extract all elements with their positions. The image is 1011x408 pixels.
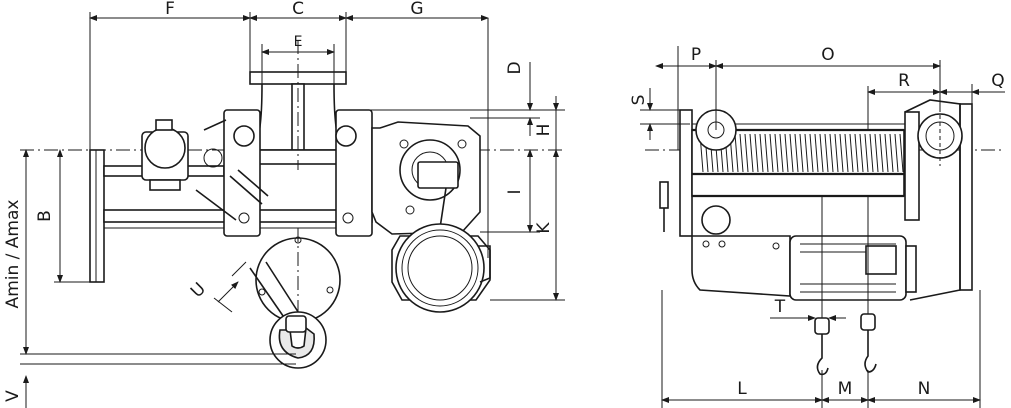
dim-s-label: S: [629, 95, 649, 106]
drum-groove: [779, 133, 784, 173]
trolley-motor: [141, 119, 223, 191]
drum-groove: [874, 133, 879, 173]
hoist-motor: [391, 223, 491, 313]
drum-groove: [844, 133, 849, 173]
drum-groove: [879, 133, 884, 173]
drum-groove: [754, 133, 759, 173]
right-wheel: [335, 125, 357, 147]
drum-groove: [839, 133, 844, 173]
front-hooks: [814, 196, 877, 376]
drum-groove: [829, 133, 834, 173]
dim-m-label: M: [838, 379, 853, 399]
drum-groove: [889, 133, 894, 173]
drum-groove: [784, 133, 789, 173]
drum-groove: [859, 133, 864, 173]
drum-groove: [824, 133, 829, 173]
dim-a-label: Amin / Amax: [3, 200, 23, 309]
dim-q-label: Q: [991, 71, 1004, 91]
drum-groove: [849, 133, 854, 173]
dim-u-label: U: [187, 279, 210, 302]
lower-side-plate: [691, 235, 791, 297]
bolt-icon: [203, 148, 223, 168]
nameplate-box: [417, 161, 459, 189]
dim-c-label: C: [292, 0, 304, 19]
dim-f-label: F: [165, 0, 175, 19]
drum-groove: [734, 133, 739, 173]
dim-l-label: L: [737, 379, 747, 399]
dim-g-label: G: [410, 0, 423, 19]
drum-groove: [764, 133, 769, 173]
dim-r-label: R: [898, 71, 910, 91]
drum-groove: [884, 133, 889, 173]
left-frame-plate: [679, 109, 693, 237]
front-hoist-motor: [789, 235, 917, 301]
side-view: F C G E D H I K B Amin / Amax V: [3, 0, 565, 408]
hook-block: [249, 228, 341, 372]
drum-groove: [814, 133, 819, 173]
front-view: P O R Q S T L M N: [629, 45, 1005, 408]
drum-groove: [869, 133, 874, 173]
gearbox-housing: [371, 121, 481, 235]
end-plate: [89, 149, 105, 283]
terminal-box: [865, 245, 897, 275]
dim-d-label: D: [505, 61, 525, 74]
drum-groove: [834, 133, 839, 173]
i-beam-girder: [249, 40, 347, 170]
drum-groove: [744, 133, 749, 173]
left-wheel: [233, 125, 255, 147]
drum-groove: [759, 133, 764, 173]
drum-groove: [809, 133, 814, 173]
dim-n-label: N: [918, 379, 931, 399]
drum-groove: [899, 133, 904, 173]
drum-groove: [774, 133, 779, 173]
drum-groove: [769, 133, 774, 173]
drum-groove: [894, 133, 899, 173]
drum-groove: [819, 133, 824, 173]
drum-groove: [804, 133, 809, 173]
dim-k-label: K: [534, 222, 554, 234]
dim-h-label: H: [534, 124, 554, 137]
dim-b-label: B: [35, 210, 55, 222]
drum-groove: [854, 133, 859, 173]
dim-t-label: T: [774, 297, 786, 317]
drum-groove: [864, 133, 869, 173]
drum-groove: [749, 133, 754, 173]
right-frame-plate: [904, 111, 920, 221]
dim-v-label: V: [3, 390, 23, 402]
drum-groove: [799, 133, 804, 173]
left-bracket: [659, 181, 669, 209]
dim-e-label: E: [294, 34, 303, 50]
drum-groove: [789, 133, 794, 173]
drum-groove: [794, 133, 799, 173]
dim-o-label: O: [821, 45, 834, 65]
dim-p-label: P: [691, 45, 701, 65]
dim-i-label: I: [505, 189, 525, 194]
drum-groove: [739, 133, 744, 173]
